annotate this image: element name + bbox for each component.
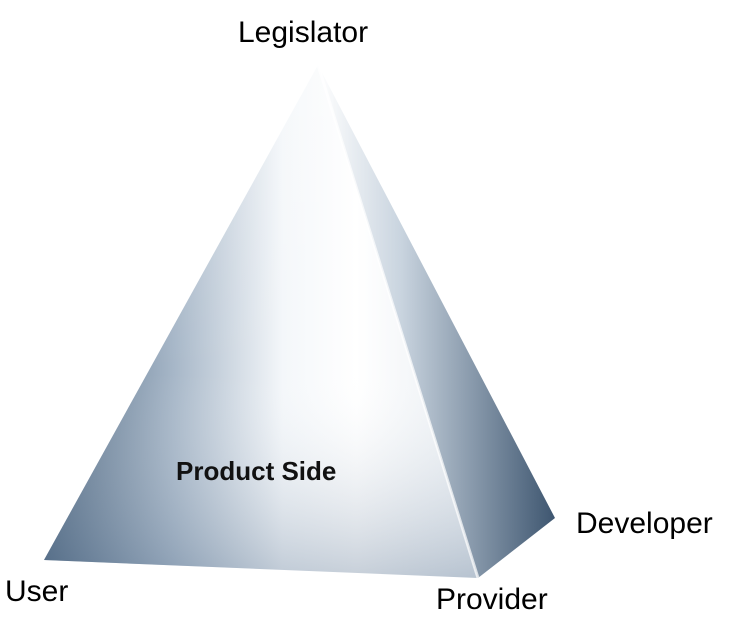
- pyramid-edge-highlight: [316, 64, 480, 579]
- pyramid-side-face: [318, 65, 555, 578]
- vertex-label-legislator: Legislator: [238, 16, 369, 49]
- vertex-label-developer: Developer: [576, 507, 713, 540]
- pyramid-front-face-shade: [44, 65, 478, 578]
- front-face-label: Product Side: [176, 456, 337, 486]
- vertex-label-provider: Provider: [436, 583, 548, 616]
- vertex-label-user: User: [5, 575, 69, 608]
